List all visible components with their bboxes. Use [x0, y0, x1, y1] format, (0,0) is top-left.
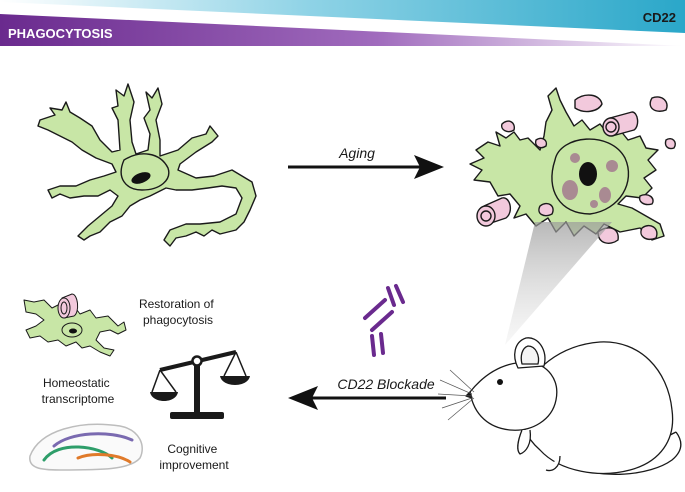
- phagocytosis-band: [0, 14, 685, 46]
- restoration-label: Restoration of phagocytosis: [139, 297, 217, 327]
- restoration-line-1: Restoration of: [139, 297, 214, 311]
- restored-microglia-icon: [23, 293, 127, 357]
- antibody-icon: [363, 284, 405, 357]
- cd22-blockade-label: CD22 Blockade: [337, 376, 434, 392]
- phagocytosis-label: PHAGOCYTOSIS: [8, 26, 113, 41]
- homeostatic-line-2: transcriptome: [42, 392, 115, 406]
- mouse-icon: [437, 337, 682, 475]
- young-microglia-icon: [37, 83, 257, 247]
- aging-label: Aging: [338, 145, 375, 161]
- cognitive-label: Cognitive improvement: [159, 442, 229, 472]
- restoration-line-2: phagocytosis: [143, 313, 213, 327]
- cd22-blockade-arrow: CD22 Blockade: [288, 376, 446, 410]
- homeostatic-label: Homeostatic transcriptome: [42, 376, 115, 406]
- outcome-labels: Restoration of phagocytosis Homeostatic …: [42, 297, 230, 472]
- aged-microglia-icon: [469, 87, 676, 244]
- aging-arrow: Aging: [288, 145, 444, 179]
- homeostatic-line-1: Homeostatic: [43, 376, 110, 390]
- cd22-label: CD22: [643, 10, 676, 25]
- cd22-band: [0, 0, 685, 33]
- hippocampus-icon: [29, 423, 143, 471]
- nucleus-icon: [131, 172, 151, 184]
- nucleus-icon: [579, 162, 597, 186]
- myelin-roll-icon: [57, 293, 79, 319]
- myelin-roll-icon: [476, 111, 639, 227]
- cognitive-line-2: improvement: [159, 458, 229, 472]
- balance-scale-icon: [150, 350, 250, 419]
- top-banner: PHAGOCYTOSIS CD22: [0, 0, 685, 46]
- zoom-cone: [505, 222, 612, 345]
- cognitive-line-1: Cognitive: [167, 442, 217, 456]
